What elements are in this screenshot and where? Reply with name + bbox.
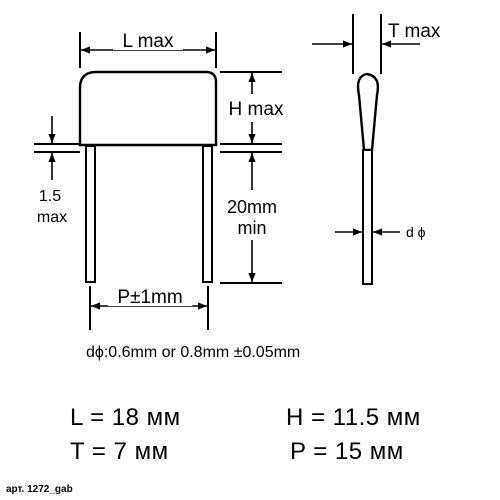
side-lead bbox=[362, 149, 373, 285]
lead-diameter-tolerance-note: dϕ:0.6mm or 0.8mm ±0.05mm bbox=[86, 344, 301, 361]
dimension-P: P±1mm bbox=[89, 286, 209, 330]
label-lead-length-1: 20mm bbox=[227, 197, 277, 217]
label-L-max: L max bbox=[122, 31, 174, 52]
spec-H: H = 11.5 мм bbox=[286, 404, 421, 431]
label-d-phi: d ϕ bbox=[406, 224, 426, 240]
lead-left bbox=[85, 145, 96, 283]
spec-P: P = 15 мм bbox=[290, 438, 404, 465]
side-body bbox=[356, 72, 380, 152]
article-code: арт. 1272_gab bbox=[6, 484, 73, 495]
label-lead-gap-2: max bbox=[37, 209, 67, 226]
label-H-max: H max bbox=[229, 99, 284, 120]
capacitor-side-view bbox=[356, 72, 380, 285]
dimension-T: T max bbox=[312, 14, 441, 74]
label-lead-length-2: min bbox=[237, 218, 266, 238]
capacitor-front-view bbox=[78, 70, 218, 283]
dimension-L: L max bbox=[79, 30, 217, 68]
label-T-max: T max bbox=[388, 21, 441, 42]
lead-right bbox=[202, 145, 213, 283]
dimension-H-and-lead: H max 20mm min bbox=[220, 71, 284, 284]
capacitor-body bbox=[78, 70, 218, 147]
spec-T: T = 7 мм bbox=[70, 438, 169, 465]
label-P: P±1mm bbox=[117, 287, 182, 308]
dimension-d: d ϕ bbox=[335, 224, 426, 240]
dimension-lead-gap: 1.5 max bbox=[34, 116, 80, 226]
label-lead-gap-1: 1.5 bbox=[39, 188, 61, 205]
spec-L: L = 18 мм bbox=[70, 404, 181, 431]
capacitor-dimension-diagram: L max H max 20mm min 1.5 max P±1mm bbox=[34, 14, 441, 330]
